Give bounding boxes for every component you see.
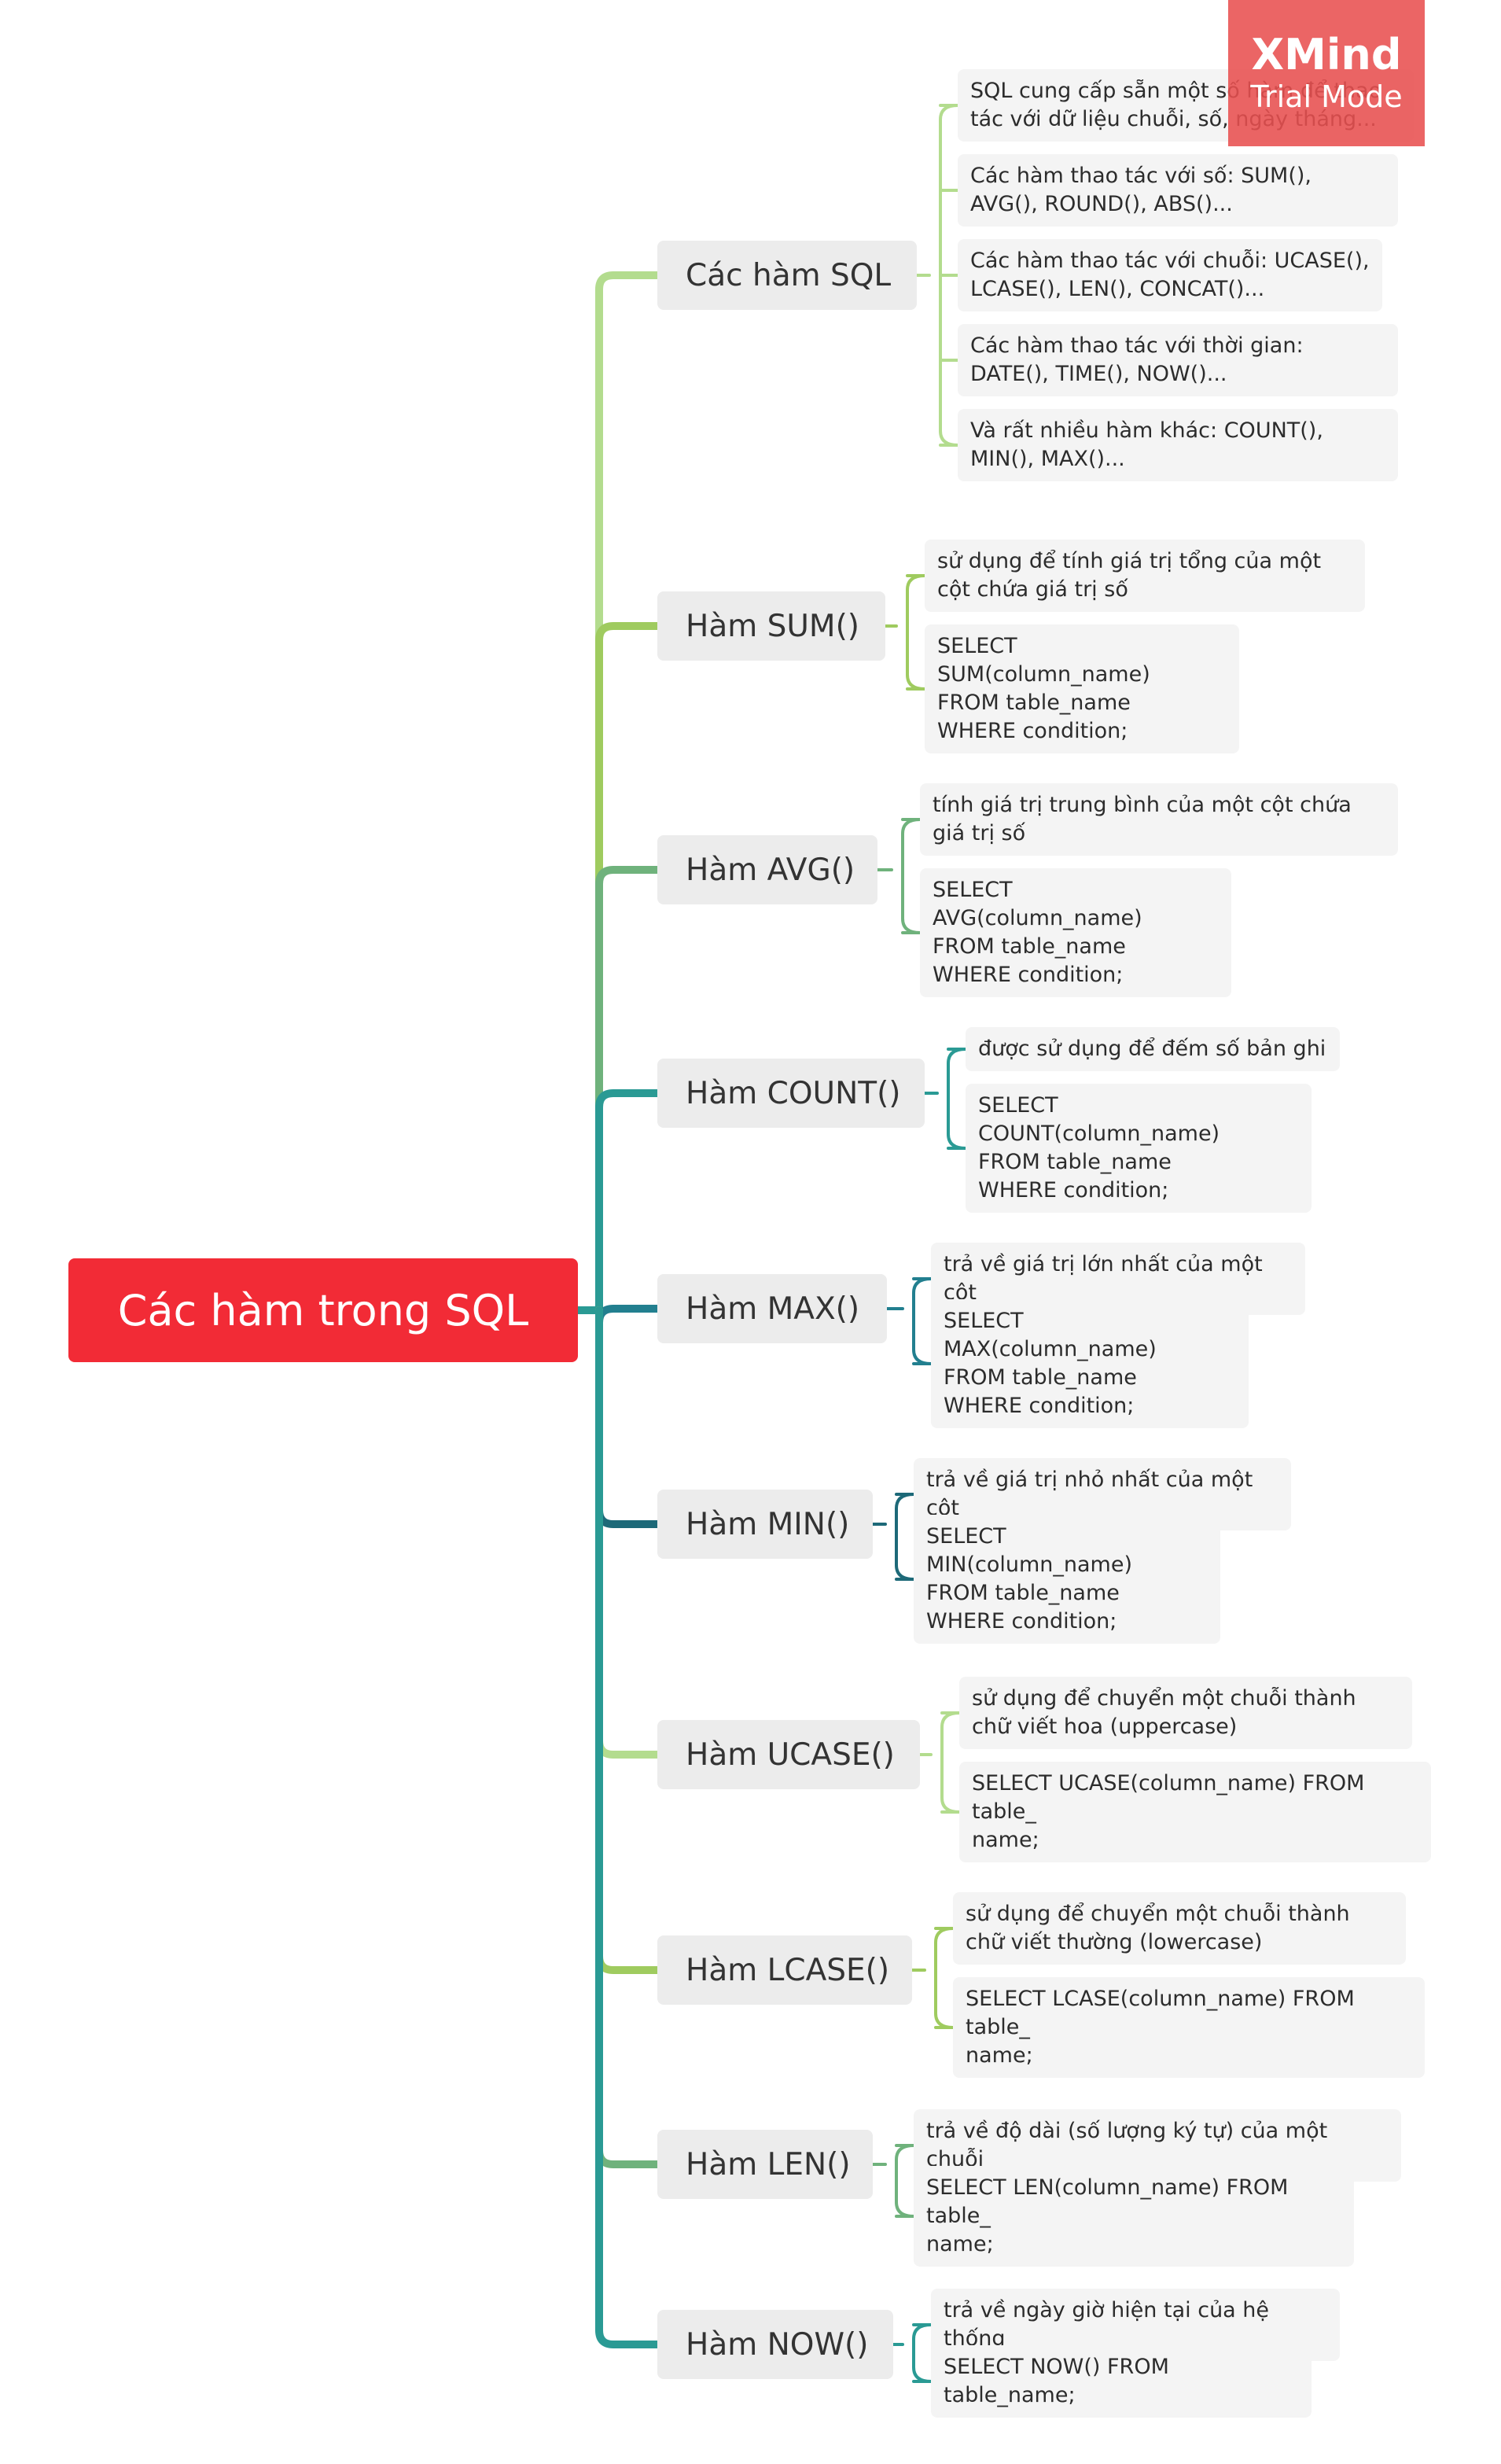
leaf-now-syntax[interactable]: SELECT NOW() FROM table_name; [931, 2345, 1312, 2418]
leaf-ucase-syntax[interactable]: SELECT UCASE(column_name) FROM table_ na… [959, 1762, 1431, 1862]
leaf-bracket [906, 574, 926, 691]
leaf-sum-syntax[interactable]: SELECT SUM(column_name) FROM table_name … [925, 624, 1239, 753]
leaf-max-syntax[interactable]: SELECT MAX(column_name) FROM table_name … [931, 1299, 1249, 1428]
leaf-len-syntax[interactable]: SELECT LEN(column_name) FROM table_ name… [914, 2166, 1354, 2267]
branch-connector [595, 1306, 661, 1528]
branch-ham-count[interactable]: Hàm COUNT() [657, 1059, 925, 1128]
branch-ham-min[interactable]: Hàm MIN() [657, 1490, 873, 1559]
branch-connector [595, 866, 661, 1314]
leaf-lcase-syntax[interactable]: SELECT LCASE(column_name) FROM table_ na… [953, 1977, 1425, 2078]
leaf-bracket [895, 1493, 915, 1581]
leaf-bracket [901, 818, 922, 934]
branch-connector [595, 1305, 661, 1327]
leaf-count-description[interactable]: được sử dụng để đếm số bản ghi [966, 1027, 1340, 1071]
leaf-cac-ham-sql-time[interactable]: Các hàm thao tác với thời gian: DATE(), … [958, 324, 1398, 396]
leaf-min-description[interactable]: trả về giá trị nhỏ nhất của một cột [914, 1458, 1291, 1530]
branch-connector [595, 1306, 661, 1974]
branch-connector [595, 271, 661, 1314]
branch-ham-avg[interactable]: Hàm AVG() [657, 835, 877, 904]
leaf-cac-ham-sql-other[interactable]: Và rất nhiều hàm khác: COUNT(), MIN(), M… [958, 409, 1398, 481]
branch-connector [595, 1306, 661, 1759]
xmind-trial-watermark: XMind Trial Mode [1228, 0, 1425, 146]
branch-ham-sum[interactable]: Hàm SUM() [657, 591, 885, 661]
watermark-subtitle: Trial Mode [1250, 79, 1403, 114]
leaf-min-syntax[interactable]: SELECT MIN(column_name) FROM table_name … [914, 1515, 1220, 1644]
leaf-bracket [912, 2323, 933, 2383]
leaf-cac-ham-sql-number[interactable]: Các hàm thao tác với số: SUM(), AVG(), R… [958, 154, 1398, 227]
leaf-avg-syntax[interactable]: SELECT AVG(column_name) FROM table_name … [920, 868, 1231, 997]
branch-cac-ham-sql[interactable]: Các hàm SQL [657, 241, 917, 310]
branch-connector [595, 1306, 661, 2168]
branch-ham-now[interactable]: Hàm NOW() [657, 2310, 893, 2379]
branch-ham-lcase[interactable]: Hàm LCASE() [657, 1935, 912, 2005]
root-topic[interactable]: Các hàm trong SQL [68, 1258, 578, 1362]
leaf-bracket [934, 1927, 955, 2029]
leaf-count-syntax[interactable]: SELECT COUNT(column_name) FROM table_nam… [966, 1084, 1312, 1213]
leaf-bracket [912, 1277, 933, 1365]
leaf-cac-ham-sql-string[interactable]: Các hàm thao tác với chuỗi: UCASE(), LCA… [958, 239, 1382, 311]
leaf-bracket [895, 2144, 915, 2218]
branch-connector [595, 1306, 661, 2348]
leaf-bracket [947, 1048, 967, 1150]
branch-connector [595, 1089, 661, 1314]
leaf-ucase-description[interactable]: sử dụng để chuyển một chuỗi thành chữ vi… [959, 1677, 1412, 1749]
leaf-sum-description[interactable]: sử dụng để tính giá trị tổng của một cột… [925, 540, 1365, 612]
branch-ham-ucase[interactable]: Hàm UCASE() [657, 1720, 920, 1789]
watermark-title: XMind [1251, 30, 1402, 79]
branch-ham-len[interactable]: Hàm LEN() [657, 2130, 873, 2199]
branch-ham-max[interactable]: Hàm MAX() [657, 1274, 887, 1343]
leaf-avg-description[interactable]: tính giá trị trung bình của một cột chứa… [920, 783, 1398, 856]
leaf-bracket [940, 1711, 961, 1814]
branch-connector [595, 622, 661, 1314]
leaf-lcase-description[interactable]: sử dụng để chuyển một chuỗi thành chữ vi… [953, 1892, 1406, 1965]
